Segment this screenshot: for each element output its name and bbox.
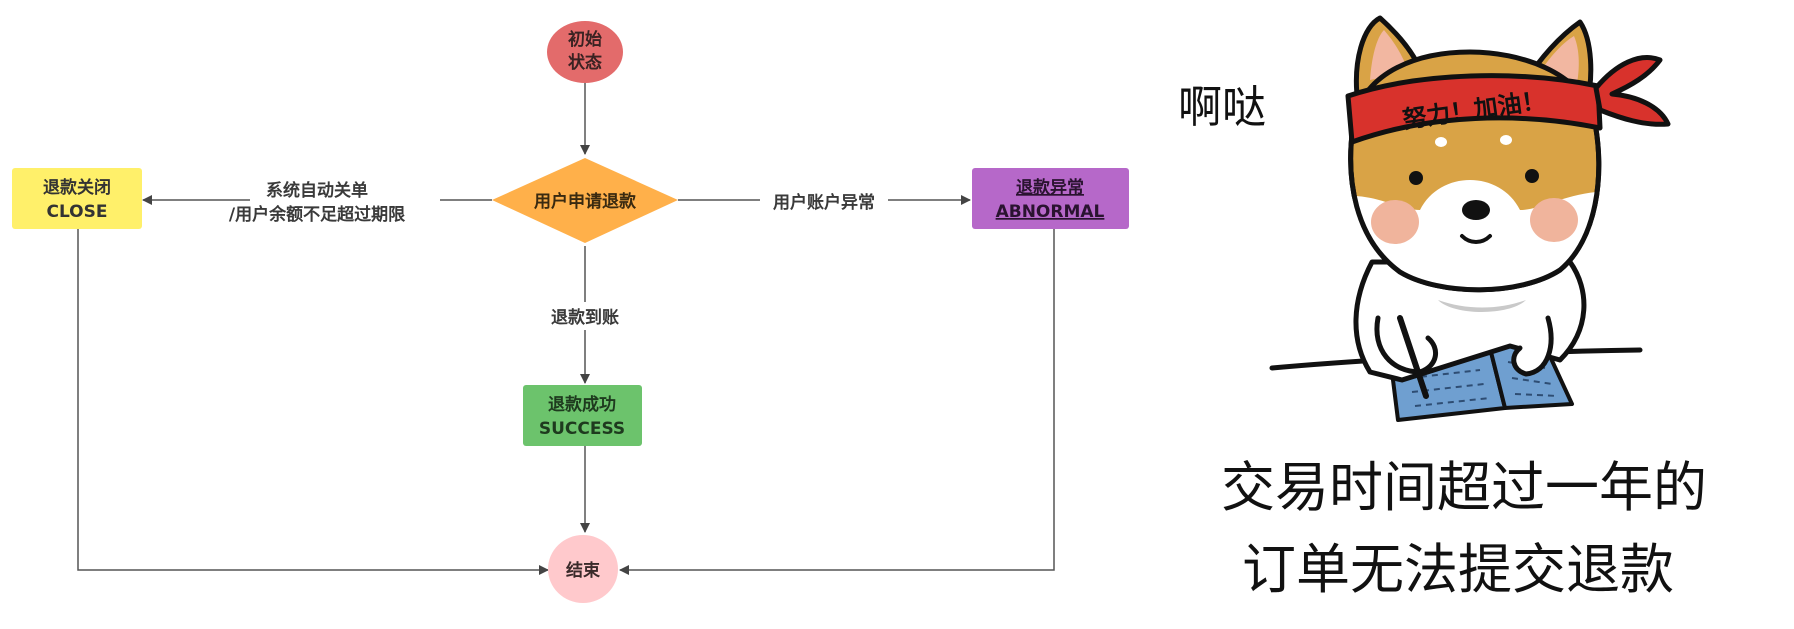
edge-label-abnormal: 用户账户异常 (773, 192, 875, 213)
dog-left-cheek (1371, 200, 1419, 244)
sticker-caption-line1: 交易时间超过一年的 (1221, 456, 1707, 519)
headband (1345, 73, 1603, 145)
edge-label-success: 退款到账 (551, 307, 619, 328)
shiba-sticker-illustration: 啊哒 (1178, 15, 1707, 601)
node-close-label-1: 退款关闭 (43, 177, 111, 198)
node-end-shape (548, 535, 618, 603)
node-decision-label: 用户申请退款 (534, 191, 637, 212)
node-success: 退款成功 SUCCESS (523, 385, 642, 446)
sticker-caption-line2: 订单无法提交退款 (1242, 538, 1674, 601)
node-start-label-1: 初始 (568, 29, 602, 50)
edge-abnormal-to-end (619, 229, 1055, 575)
node-abnormal-label-1: 退款异常 (1016, 177, 1084, 198)
edge-label-close-line2: /用户余额不足超过期限 (229, 204, 405, 225)
node-decision: 用户申请退款 (492, 158, 678, 243)
node-decision-shape (492, 158, 678, 243)
dog-mouth (1460, 234, 1492, 244)
dog-right-eye (1525, 169, 1539, 183)
pen-icon (1397, 315, 1429, 399)
node-success-shape (523, 385, 642, 446)
node-close-shape (12, 168, 142, 229)
dog-right-cheek (1530, 198, 1578, 242)
node-abnormal-label-2: ABNORMAL (996, 202, 1105, 222)
node-abnormal: 退款异常 ABNORMAL (972, 168, 1129, 229)
node-success-label-1: 退款成功 (548, 394, 616, 415)
dog-right-paw (1511, 315, 1554, 377)
edge-label-close-line1: 系统自动关单 (266, 180, 368, 201)
node-start-shape (547, 21, 623, 83)
node-start: 初始 状态 (547, 21, 623, 83)
dog-nose (1462, 200, 1490, 220)
node-start-label-2: 状态 (568, 52, 602, 73)
node-abnormal-shape (972, 168, 1129, 229)
sticker-exclaim: 啊哒 (1178, 82, 1266, 133)
node-close: 退款关闭 CLOSE (12, 168, 142, 229)
node-end-label: 结束 (566, 560, 600, 581)
edge-close-to-end (77, 229, 549, 575)
dog-left-eye (1409, 171, 1423, 185)
node-success-label-2: SUCCESS (539, 419, 625, 439)
node-close-label-2: CLOSE (46, 202, 107, 222)
node-end: 结束 (548, 535, 618, 603)
headband-knot (1593, 55, 1671, 127)
